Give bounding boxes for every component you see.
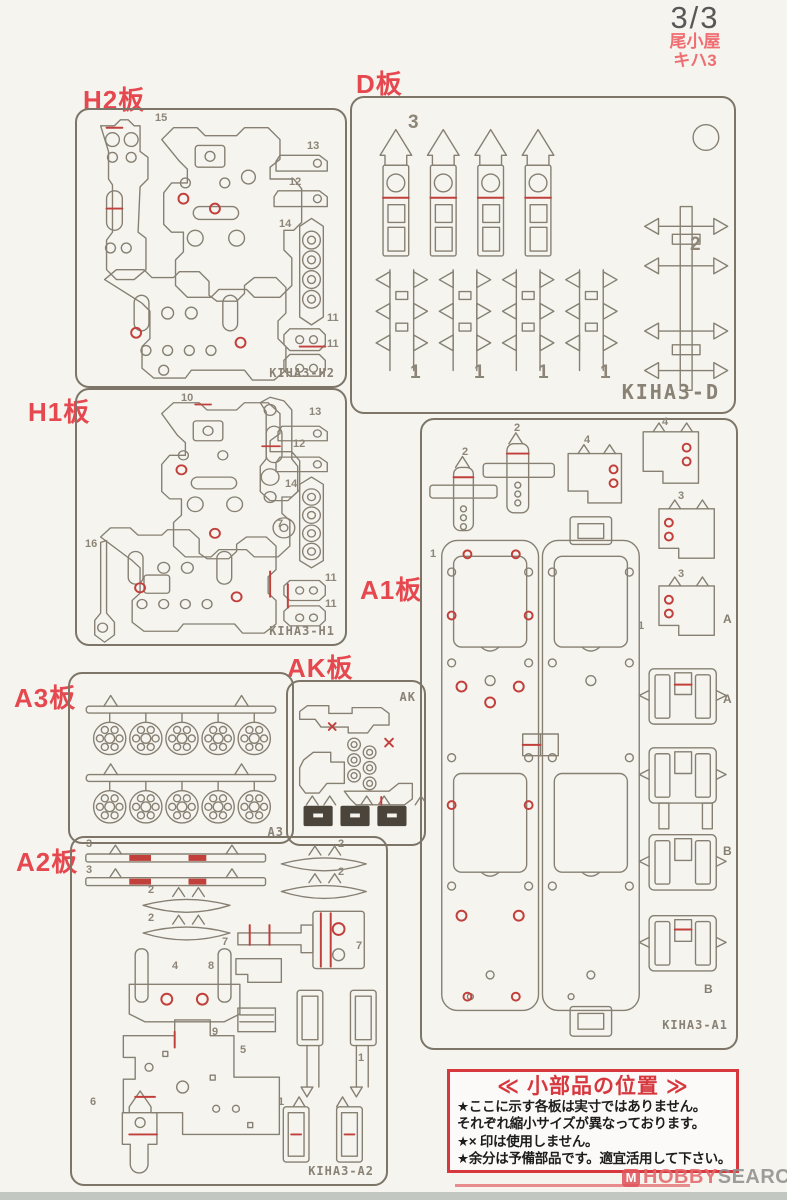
part-number: 1 (600, 362, 611, 383)
note-line: ★× 印は使用しません。 (457, 1133, 599, 1149)
series-label: 尾小屋 (669, 32, 721, 51)
note-title: ≪ 小部品の位置 ≫ (497, 1075, 689, 1098)
scan-edge-band (0, 1192, 787, 1200)
part-number: 2 (338, 838, 345, 850)
watermark-underline (455, 1184, 690, 1187)
part-number: 11 (325, 598, 337, 610)
watermark-brand: HOBBY (643, 1166, 718, 1188)
part-number: 4 (584, 434, 591, 446)
sprue-code-ak: AK (399, 690, 416, 704)
part-number: 5 (240, 1044, 247, 1056)
plate-label-a2: A2板 (16, 847, 79, 877)
part-number: 8 (208, 960, 215, 972)
part-number: 1 (538, 362, 549, 383)
part-number: 2 (690, 234, 701, 255)
plate-h1: KIHA3-H1 10 13 12 14 7 16 11 11 (75, 388, 347, 646)
sprue-code-h2: KIHA3-H2 (269, 366, 335, 380)
part-number: 15 (155, 112, 168, 124)
note-line: ★余分は予備部品です。適宜活用して下さい。 (457, 1150, 732, 1166)
etched-parts-drawing-h1 (94, 396, 328, 643)
part-number: 3 (86, 864, 93, 876)
plate-d: KIHA3-D 3 2 1 1 1 1 (350, 96, 736, 414)
plate-label-a3: A3板 (14, 683, 77, 713)
etched-parts-drawing-ak (298, 705, 424, 827)
plate-a1: KIHA3-A1 2 2 4 4 3 3 1 1 A A B B (420, 416, 738, 1050)
part-number: 2 (148, 912, 155, 924)
plate-ak: AK (286, 680, 426, 846)
plate-label-h1: H1板 (28, 397, 91, 427)
note-box: ≪ 小部品の位置 ≫ ★ここに示す各板は実寸ではありません。 それぞれ縮小サイズ… (447, 1069, 739, 1173)
part-number: 1 (638, 620, 645, 632)
part-number: 3 (408, 112, 419, 133)
plate-label-h2: H2板 (83, 85, 146, 115)
sprue-code-a1: KIHA3-A1 (662, 1018, 728, 1032)
part-letter: B (704, 982, 713, 996)
watermark-brand2: SEARCH (717, 1166, 787, 1188)
part-number: 13 (307, 140, 320, 152)
etched-parts-drawing-a3 (85, 694, 277, 824)
etched-parts-drawing-a1 (429, 422, 727, 1037)
part-number: 4 (662, 416, 669, 428)
model-label: キハ3 (673, 50, 717, 70)
part-number: 3 (678, 490, 685, 502)
etched-parts-drawing-d (375, 123, 729, 391)
part-number: 6 (90, 1096, 97, 1108)
plate-label-a1: A1板 (360, 575, 423, 605)
part-letter: B (723, 844, 732, 858)
part-number: 13 (309, 406, 322, 418)
part-number: 7 (356, 940, 363, 952)
plate-label-ak: AK板 (287, 653, 354, 683)
sprue-code-h1: KIHA3-H1 (269, 624, 335, 638)
note-line: それぞれ縮小サイズが異なっております。 (457, 1116, 705, 1132)
part-number: 1 (278, 1096, 285, 1108)
part-number: 11 (327, 312, 339, 324)
plate-h2: KIHA3-H2 15 13 12 14 11 11 (75, 108, 347, 388)
part-number: 1 (430, 548, 437, 560)
part-number: 7 (277, 518, 284, 530)
part-number: 4 (172, 960, 179, 972)
part-number: 10 (181, 392, 194, 404)
part-number: 11 (325, 572, 337, 584)
part-number: 12 (293, 438, 306, 450)
part-number: 9 (212, 1026, 219, 1038)
part-number: 2 (514, 422, 521, 434)
part-number: 3 (678, 568, 685, 580)
watermark: M HOBBY SEARCH (622, 1166, 787, 1189)
etched-parts-drawing-h2 (99, 119, 328, 381)
part-number: 2 (338, 866, 345, 878)
sprue-code-a2: KIHA3-A2 (308, 1164, 374, 1178)
plate-a3: A3 (68, 672, 294, 844)
part-number: 1 (358, 1052, 365, 1064)
part-number: 7 (222, 936, 229, 948)
part-letter: A (723, 692, 732, 706)
part-letter: A (723, 612, 732, 626)
part-number: 3 (86, 838, 93, 850)
page-header: 3/3 尾小屋 キハ3 (640, 2, 750, 70)
part-number: 14 (285, 478, 298, 490)
plate-a2: KIHA3-A2 3 3 2 2 2 2 4 7 7 8 9 5 6 1 1 (70, 836, 388, 1186)
etched-parts-drawing-a2 (85, 844, 377, 1174)
part-number: 11 (327, 338, 339, 350)
part-number: 16 (85, 538, 98, 550)
note-line: ★ここに示す各板は実寸ではありません。 (457, 1099, 706, 1115)
part-number: 1 (410, 362, 421, 383)
hobbysearch-logo-icon: M (622, 1168, 640, 1187)
sprue-code-d: KIHA3-D (621, 380, 720, 404)
part-number: 12 (289, 176, 302, 188)
plate-label-d: D板 (356, 69, 403, 99)
part-number: 2 (462, 446, 469, 458)
sprue-code-a3: A3 (267, 825, 284, 839)
page-number: 3/3 (670, 0, 720, 35)
part-number: 2 (148, 884, 155, 896)
part-number: 1 (474, 362, 485, 383)
part-number: 14 (279, 218, 292, 230)
